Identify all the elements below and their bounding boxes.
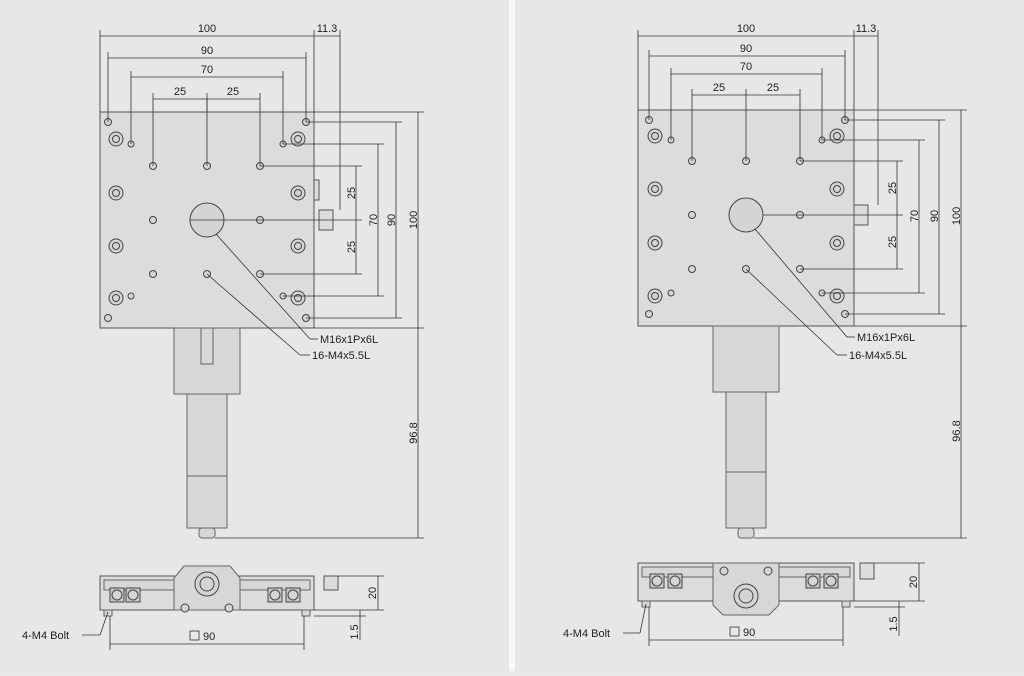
dim-height-25-b: 25 [887, 236, 899, 248]
center-hole [728, 197, 764, 233]
callout-m4-holes: 16-M4x5.5L [849, 350, 907, 362]
counterbore-holes [108, 131, 306, 306]
right-dimensions [215, 111, 424, 539]
side-view [637, 562, 875, 616]
dim-width-100: 100 [198, 23, 216, 35]
dim-height-25-a: 25 [346, 187, 358, 199]
drawing-left-svg: 100 11.3 90 70 25 25 25 25 70 90 [22, 23, 424, 650]
callout-center-thread: M16x1Px6L [320, 334, 378, 346]
square-symbol [189, 630, 200, 641]
dim-width-100: 100 [737, 23, 755, 35]
dim-width-25-b: 25 [227, 86, 239, 98]
dim-width-25-a: 25 [174, 86, 186, 98]
side-dimensions [623, 562, 925, 646]
dim-width-25-a: 25 [713, 82, 725, 94]
dim-side-1-5: 1.5 [349, 624, 361, 639]
callout-bolt: 4-M4 Bolt [563, 628, 610, 640]
dim-offset-11-3: 11.3 [856, 23, 877, 35]
dim-side-height-20: 20 [908, 576, 920, 588]
callout-leaders [745, 228, 855, 356]
right-dimensions [754, 109, 967, 539]
top-dimensions [99, 30, 341, 210]
callout-leaders [206, 233, 318, 356]
stage-drawing-left: 100 11.3 90 70 25 25 25 25 70 90 [0, 0, 509, 671]
dim-height-70: 70 [909, 210, 921, 222]
dim-height-100: 100 [951, 207, 963, 225]
micrometer [712, 325, 780, 539]
dim-height-70: 70 [368, 214, 380, 226]
dim-height-25-b: 25 [346, 241, 358, 253]
dim-height-90: 90 [929, 210, 941, 222]
dim-base-90: 90 [203, 631, 215, 643]
top-dimensions [637, 30, 879, 205]
dim-height-96-8: 96.8 [408, 422, 420, 443]
counterbore-holes [647, 128, 845, 304]
micrometer [173, 327, 241, 539]
dim-height-25-a: 25 [887, 182, 899, 194]
dim-height-90: 90 [386, 214, 398, 226]
callout-center-thread: M16x1Px6L [857, 332, 915, 344]
dim-width-70: 70 [201, 64, 213, 76]
callout-bolt: 4-M4 Bolt [22, 630, 69, 642]
dim-width-70: 70 [740, 61, 752, 73]
square-symbol [729, 626, 740, 637]
dim-side-height-20: 20 [367, 587, 379, 599]
panel-divider [509, 0, 515, 671]
side-view [99, 565, 339, 617]
dim-height-100: 100 [408, 211, 420, 229]
drawing-right-svg: 100 11.3 90 70 25 25 25 25 70 90 10 [563, 23, 967, 646]
dim-side-1-5: 1.5 [888, 616, 900, 631]
stage-drawing-right: 100 11.3 90 70 25 25 25 25 70 90 10 [515, 0, 1024, 671]
callout-m4-holes: 16-M4x5.5L [312, 350, 370, 362]
dim-offset-11-3: 11.3 [317, 23, 338, 35]
dim-width-90: 90 [740, 43, 752, 55]
dim-width-90: 90 [201, 45, 213, 57]
dim-base-90: 90 [743, 627, 755, 639]
dim-height-96-8: 96.8 [951, 420, 963, 441]
dim-width-25-b: 25 [767, 82, 779, 94]
side-dimensions [82, 575, 384, 650]
